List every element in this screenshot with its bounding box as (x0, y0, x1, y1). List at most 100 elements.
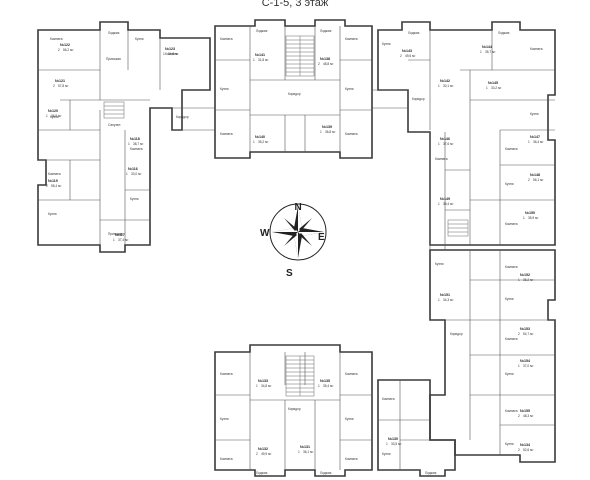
room-label: Комната (382, 397, 395, 401)
apartment-area: 49,9 м² (261, 452, 271, 456)
room-label: Комната (220, 37, 233, 41)
room-label: Кухня (530, 112, 539, 116)
apartment-number: №152 (520, 273, 530, 277)
room-label: Комната (505, 147, 518, 151)
room-label: Лоджия (408, 31, 420, 35)
corridor-right (429, 132, 446, 250)
apartment-area: 55,4 м² (51, 184, 61, 188)
room-label: Комната (505, 409, 518, 413)
apartment-number: №147 (530, 135, 540, 139)
compass-s: S (286, 268, 293, 279)
apartment-rooms: 1 (386, 442, 388, 446)
apartment-number: №133 (258, 379, 268, 383)
apartment-number: №138 (320, 57, 330, 61)
wing-top-left (37, 21, 211, 253)
apartment-rooms: 1 (438, 142, 440, 146)
wing-right-strip (429, 249, 556, 463)
apartment-rooms: 1 (256, 384, 258, 388)
room-label: Кухня (505, 372, 514, 376)
room-label: Кухня (435, 262, 444, 266)
apartment-number: №116 (128, 167, 138, 171)
apartment-rooms: 2 (518, 414, 520, 418)
apartment-area: 56,2 м² (63, 48, 73, 52)
apartment-rooms: 1 (318, 384, 320, 388)
compass-star-icon (272, 206, 324, 258)
room-label: Кухня (130, 197, 139, 201)
partitions-bottom-right (378, 380, 455, 470)
room-label: Комната (345, 37, 358, 41)
partitions-right-strip (445, 250, 555, 455)
apartment-area: 54,7 м² (523, 332, 533, 336)
apartment-number: №122 (60, 43, 70, 47)
apartment-rooms: 1 (320, 130, 322, 134)
apartment-area: 36,4 м² (533, 140, 543, 144)
apartment-number: №149 (440, 197, 450, 201)
apartment-area: 37,4 м² (118, 238, 128, 242)
partitions-top-right (408, 30, 555, 245)
room-label: Кухня (48, 212, 57, 216)
apartment-number: №117 (115, 233, 125, 237)
apartment-number: №140 (255, 135, 265, 139)
apartment-rooms: 1 (298, 450, 300, 454)
room-label: Лоджия (320, 29, 332, 33)
apartment-number: №150 (525, 211, 535, 215)
apartment-area: 49,6 м² (405, 54, 415, 58)
apartment-area: 34,8 м² (261, 384, 271, 388)
apartment-number: №154 (520, 359, 530, 363)
compass-n: N (295, 202, 302, 213)
apartment-rooms: 1 (438, 202, 440, 206)
room-label: Лоджия (320, 471, 332, 475)
room-label: Кухня (382, 452, 391, 456)
apartment-number: №135 (320, 379, 330, 383)
apartment-area: 37,0 м² (523, 364, 533, 368)
corridor-top (172, 89, 408, 131)
apartment-area: 38,7 м² (133, 142, 143, 146)
apartment-area: 36,8 м² (325, 130, 335, 134)
room-label: Кухня (220, 87, 229, 91)
apartment-number: №121 (55, 79, 65, 83)
room-label: Комната (48, 172, 61, 176)
apartment-area: 35,2 м² (258, 140, 268, 144)
plan-title: С-1-5, 3 этаж (261, 0, 329, 9)
wing-top-right (377, 21, 556, 246)
apartment-area: 56,1 м² (533, 178, 543, 182)
partitions-top-left (38, 30, 161, 245)
apartment-rooms: 1 (163, 52, 165, 56)
apartment-area: 57,8 м² (58, 84, 68, 88)
room-label: Кухня (505, 442, 514, 446)
stairwell-top-center (285, 35, 315, 77)
room-label: Лоджия (108, 31, 120, 35)
room-label: Комната (130, 147, 143, 151)
room-label: Комната (345, 372, 358, 376)
room-label: Кухня (220, 417, 229, 421)
apartment-number: №146 (440, 137, 450, 141)
apartment-rooms: 1 (253, 140, 255, 144)
apartment-number: №144 (482, 45, 492, 49)
apartment-area: 37,6 м² (443, 142, 453, 146)
room-label: Лоджия (256, 471, 268, 475)
room-label: Кухня (135, 37, 144, 41)
apartment-rooms: 1 (480, 50, 482, 54)
room-label: Комната (220, 457, 233, 461)
apartment-number: №132 (258, 447, 268, 451)
apartment-number: №151 (440, 293, 450, 297)
apartment-number: №134 (520, 443, 530, 447)
apartment-rooms: 2 (256, 452, 258, 456)
apartment-rooms: 1 (128, 142, 130, 146)
apartment-rooms: 1 (518, 278, 520, 282)
apartment-area: 35,4 м² (323, 384, 333, 388)
apartment-rooms: 1 (113, 238, 115, 242)
